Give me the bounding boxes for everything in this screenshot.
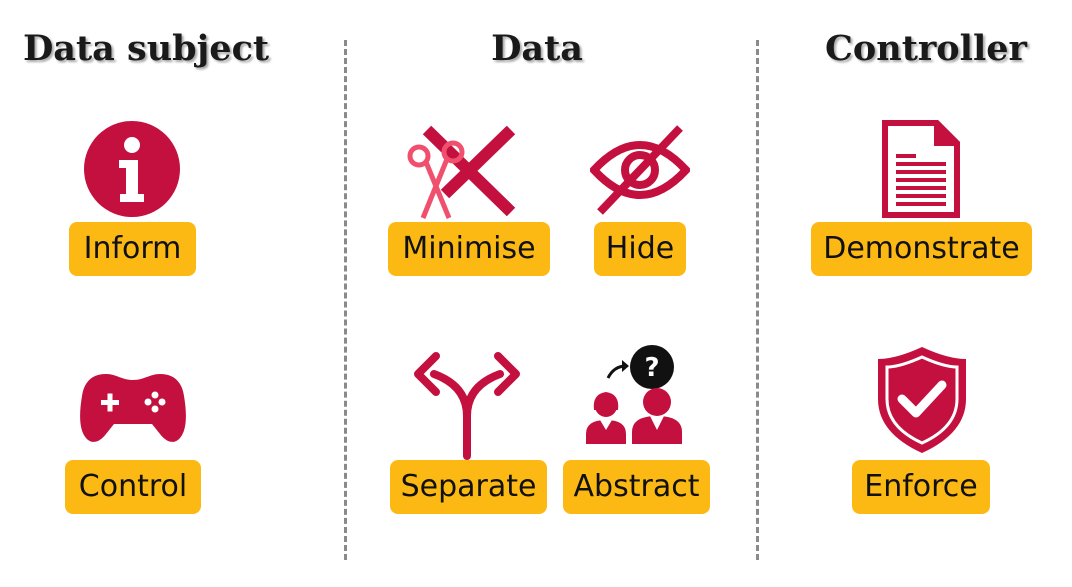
hide-label: Hide xyxy=(594,222,686,276)
demonstrate-label: Demonstrate xyxy=(811,222,1032,276)
scissors-cross-icon xyxy=(405,122,520,220)
eye-slash-icon xyxy=(590,124,690,216)
inform-label: Inform xyxy=(69,222,196,276)
split-arrows-icon xyxy=(412,350,522,460)
document-icon xyxy=(880,118,962,220)
separate-label: Separate xyxy=(390,460,547,514)
gamepad-icon xyxy=(78,370,188,445)
column-divider-right xyxy=(756,40,759,560)
info-icon xyxy=(83,120,181,218)
minimise-label: Minimise xyxy=(388,222,550,276)
enforce-label: Enforce xyxy=(852,460,990,514)
column-title-controller: Controller xyxy=(825,28,1027,69)
shield-check-icon xyxy=(876,345,968,455)
people-question-icon: ? xyxy=(582,344,690,444)
column-title-data-subject: Data subject xyxy=(22,28,270,69)
abstract-label: Abstract xyxy=(563,460,710,514)
control-label: Control xyxy=(65,460,201,514)
column-title-data: Data xyxy=(491,28,583,69)
column-divider-left xyxy=(344,40,347,560)
question-badge: ? xyxy=(644,353,659,383)
